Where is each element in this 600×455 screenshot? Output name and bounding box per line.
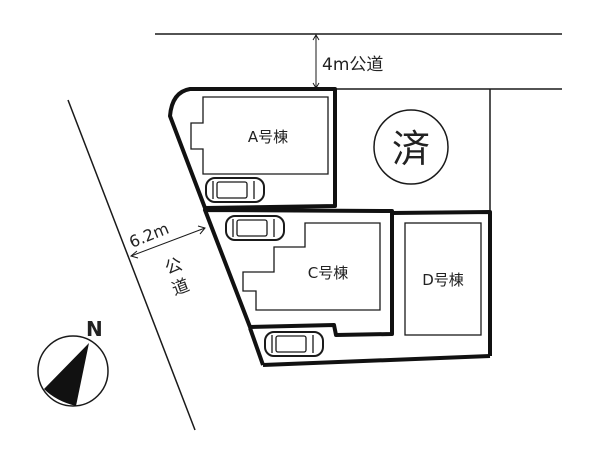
house-a-label: A号棟 [248,128,288,146]
car-icon [264,331,324,357]
car-icon [205,177,265,203]
sold-stamp [373,109,449,185]
house-d-label: D号棟 [422,271,464,289]
house-d-outline [404,222,482,336]
lot-b: 済 [373,89,491,212]
house-c-label: C号棟 [308,264,348,282]
car-icon [225,215,285,241]
compass-needle-icon [44,343,89,406]
compass-north-label: N [86,317,103,341]
north-road: 4m公道 [155,33,562,90]
lot-a: A号棟 [168,87,337,210]
west-road-label-2: 道 [169,275,192,300]
lot-d: D号棟 [391,210,492,356]
sold-stamp-label: 済 [392,127,430,171]
west-road-width-label: 6.2m [126,219,171,252]
house-a-outline [190,96,329,175]
west-road-label-1: 公 [162,254,185,279]
north-compass: N [37,317,109,407]
north-road-label: 4m公道 [322,55,383,75]
road-width-arrow [130,227,206,257]
house-c-outline [242,222,381,311]
